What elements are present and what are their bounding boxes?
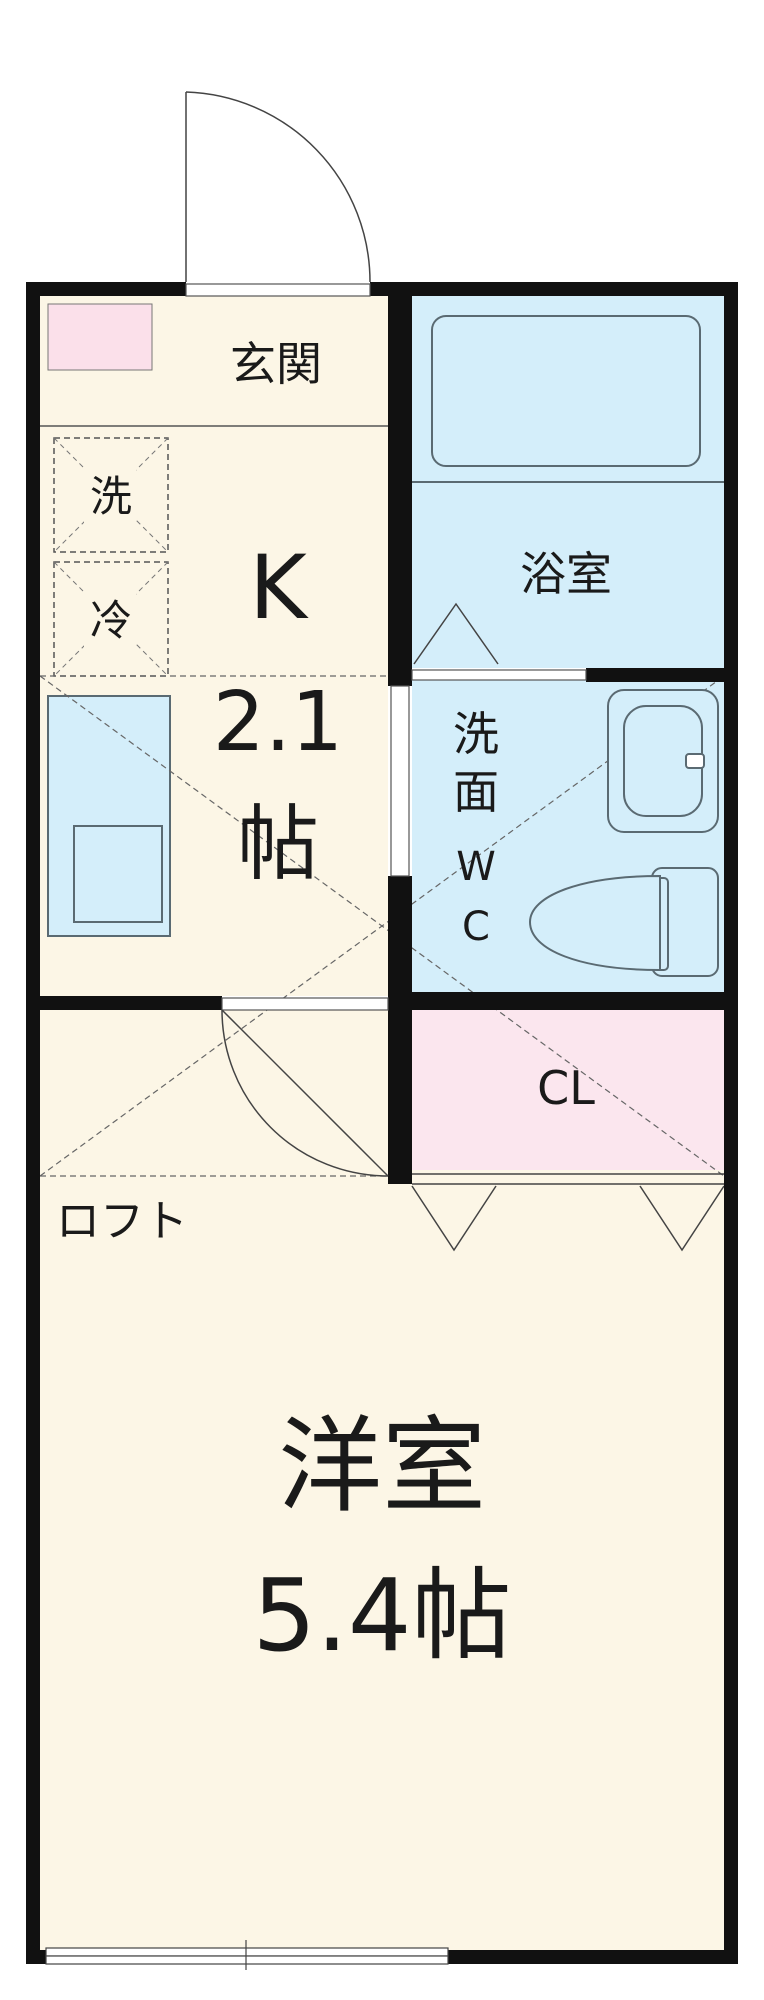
washroom-label-4: C [462,904,490,950]
closet-door-icon [411,1173,725,1252]
shoe-box [47,303,153,371]
entrance-door-frame [185,283,371,297]
washroom-label-3: W [456,844,496,890]
inner-door-frame [221,997,389,1011]
washroom-label-1: 洗 [453,707,499,761]
washroom-sliding-door [390,685,410,877]
inner-door-icon [221,1009,389,1177]
bath-door-frame [411,669,587,681]
bath-label: 浴室 [520,547,612,601]
closet-floor [412,1010,724,1170]
closet-label: CL [537,1061,595,1115]
kitchen-unit-label: 帖 [237,797,319,892]
window-icon [45,1940,449,1970]
toilet-icon [528,867,719,977]
kitchen-size-label: 2.1 [213,675,343,770]
loft-label: ロフト [56,1196,188,1247]
loft-outline [39,675,725,1177]
walls [26,282,738,1964]
bathtub-icon [412,315,724,483]
western-room-name-label: 洋室 [278,1405,486,1527]
entrance-door-icon [185,91,371,283]
western-room-size-label: 5.4帖 [252,1557,511,1674]
kitchen-counter-icon [47,695,171,937]
kitchen-name-label: K [249,536,309,639]
washroom-label-2: 面 [453,765,499,819]
entrance-label: 玄関 [230,337,322,391]
fridge-label: 冷 [90,596,132,645]
washer-label: 洗 [90,472,132,521]
bath-door-icon [413,602,499,665]
sink-icon [607,689,719,833]
washer-space [53,437,169,553]
